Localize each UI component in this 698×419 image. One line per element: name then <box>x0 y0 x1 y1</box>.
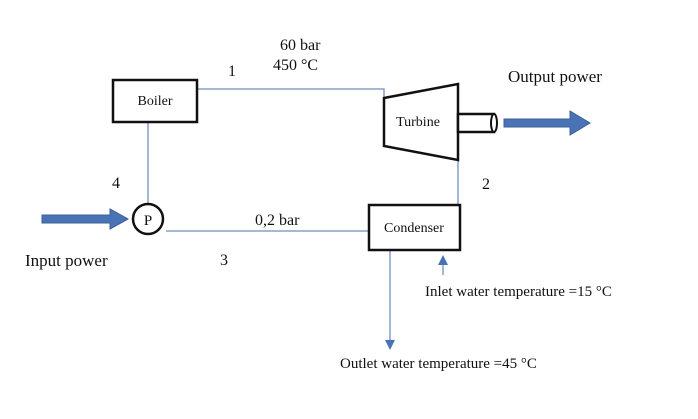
output-power-arrow <box>503 110 591 136</box>
boiler-box <box>111 78 199 124</box>
high-temperature-label: 450 °C <box>273 57 318 74</box>
condenser-label: Condenser <box>384 221 444 236</box>
input-power-label: Input power <box>25 251 108 270</box>
turbine-shaft <box>456 112 496 134</box>
low-pressure-label: 0,2 bar <box>255 212 300 229</box>
inlet-water-label: Inlet water temperature =15 °C <box>425 284 612 300</box>
input-power-arrow <box>41 208 130 230</box>
state-1-label: 1 <box>228 63 236 80</box>
condenser-box <box>367 203 462 252</box>
pump-label: P <box>144 213 152 229</box>
pump-circle <box>131 202 165 236</box>
boiler-label: Boiler <box>138 94 173 109</box>
turbine-body <box>382 82 460 162</box>
turbine-shaft-end <box>490 113 498 133</box>
pipes <box>147 88 459 350</box>
turbine-label: Turbine <box>396 115 440 130</box>
pipe-boiler-to-turbine <box>197 88 385 98</box>
outlet-water-label: Outlet water temperature =45 °C <box>340 356 537 372</box>
output-power-label: Output power <box>508 67 602 86</box>
state-2-label: 2 <box>482 176 490 193</box>
state-3-label: 3 <box>220 252 228 269</box>
high-pressure-label: 60 bar <box>280 37 321 54</box>
state-4-label: 4 <box>112 175 120 192</box>
